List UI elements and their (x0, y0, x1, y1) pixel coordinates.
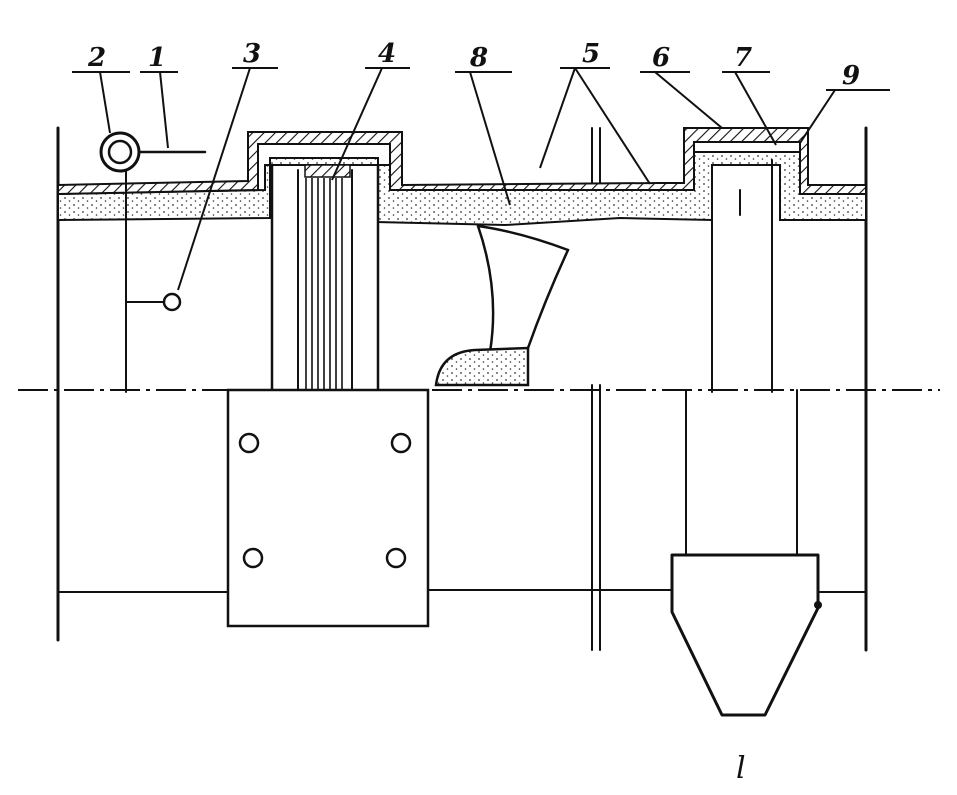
callout-9: 9 (842, 61, 860, 91)
bolt (242, 547, 264, 569)
callouts: 2 1 3 4 8 5 6 7 9 l (87, 39, 860, 786)
column-ribs (305, 178, 343, 392)
callout-5: 5 (582, 39, 600, 69)
pipe-assembly (99, 131, 207, 173)
bolt (238, 432, 260, 454)
bolt (390, 432, 412, 454)
bolt (385, 547, 407, 569)
callout-1: 1 (148, 43, 166, 73)
callout-4: 4 (378, 39, 396, 69)
bolted-plate (226, 388, 430, 628)
callout-8: 8 (469, 43, 488, 73)
duct (685, 159, 798, 556)
top-slab (57, 127, 867, 196)
leader-lines (72, 67, 890, 291)
column-4 (270, 163, 380, 394)
callout-6: 6 (652, 43, 670, 73)
fan-blade (434, 224, 570, 387)
callout-7: 7 (734, 43, 752, 73)
callout-2: 2 (87, 43, 106, 73)
lower-rails (57, 589, 867, 593)
hopper (670, 553, 822, 717)
callout-3: 3 (243, 39, 261, 69)
callout-bottom: l (736, 751, 746, 786)
hanger-rod (125, 169, 182, 393)
pipe-inner-ring (107, 139, 133, 165)
